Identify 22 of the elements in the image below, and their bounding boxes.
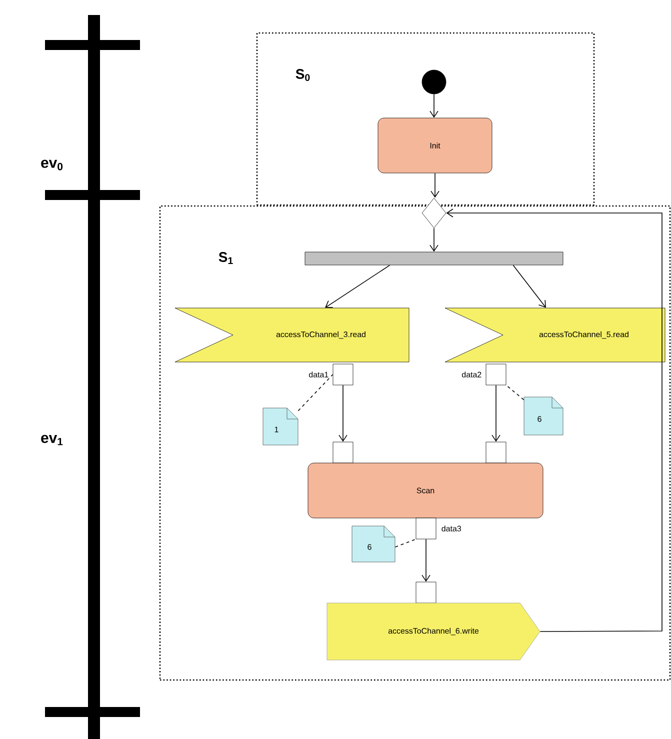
- arrow: [512, 264, 546, 308]
- fork-bar: [304, 252, 564, 266]
- event-label: ev$_{1}$: [41, 434, 63, 446]
- arrow: [430, 228, 438, 252]
- arrow: [422, 538, 430, 582]
- event-label: ev$_{0}$: [41, 160, 63, 170]
- arrow: [492, 384, 500, 442]
- arrow: [338, 384, 348, 442]
- note-link: [298, 374, 334, 412]
- pin-box: [416, 582, 436, 604]
- pin-box: [486, 442, 506, 464]
- region-label: S$_{1}$: [218, 252, 233, 264]
- note-link: [394, 538, 416, 548]
- arrow: [430, 172, 440, 198]
- initial-node: [422, 70, 446, 94]
- arrow: [446, 208, 662, 632]
- decision-diamond: [422, 198, 446, 228]
- arrow: [430, 94, 438, 118]
- note-link: [506, 384, 524, 400]
- arrow: [325, 264, 390, 308]
- pin-box: [332, 442, 354, 464]
- region-label: S$_{0}$: [296, 69, 310, 81]
